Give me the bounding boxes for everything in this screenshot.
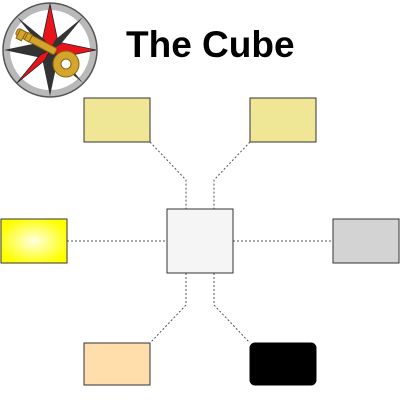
key-icon (15, 28, 80, 78)
node-top-left[interactable] (83, 97, 151, 143)
node-top-right[interactable] (249, 97, 317, 143)
node-bottom-right[interactable] (249, 342, 317, 386)
node-bottom-left[interactable] (83, 342, 151, 386)
compass-key-logo (2, 2, 98, 98)
page-title: The Cube (126, 24, 295, 65)
node-right[interactable] (332, 218, 400, 264)
connector-lines (67, 141, 333, 344)
connector-top-right (213, 141, 251, 209)
center-cube-box[interactable] (166, 208, 234, 274)
connector-top-left (149, 141, 187, 209)
node-left[interactable] (0, 218, 68, 264)
connector-bottom-left (149, 273, 187, 344)
connector-bottom-right (213, 273, 251, 344)
